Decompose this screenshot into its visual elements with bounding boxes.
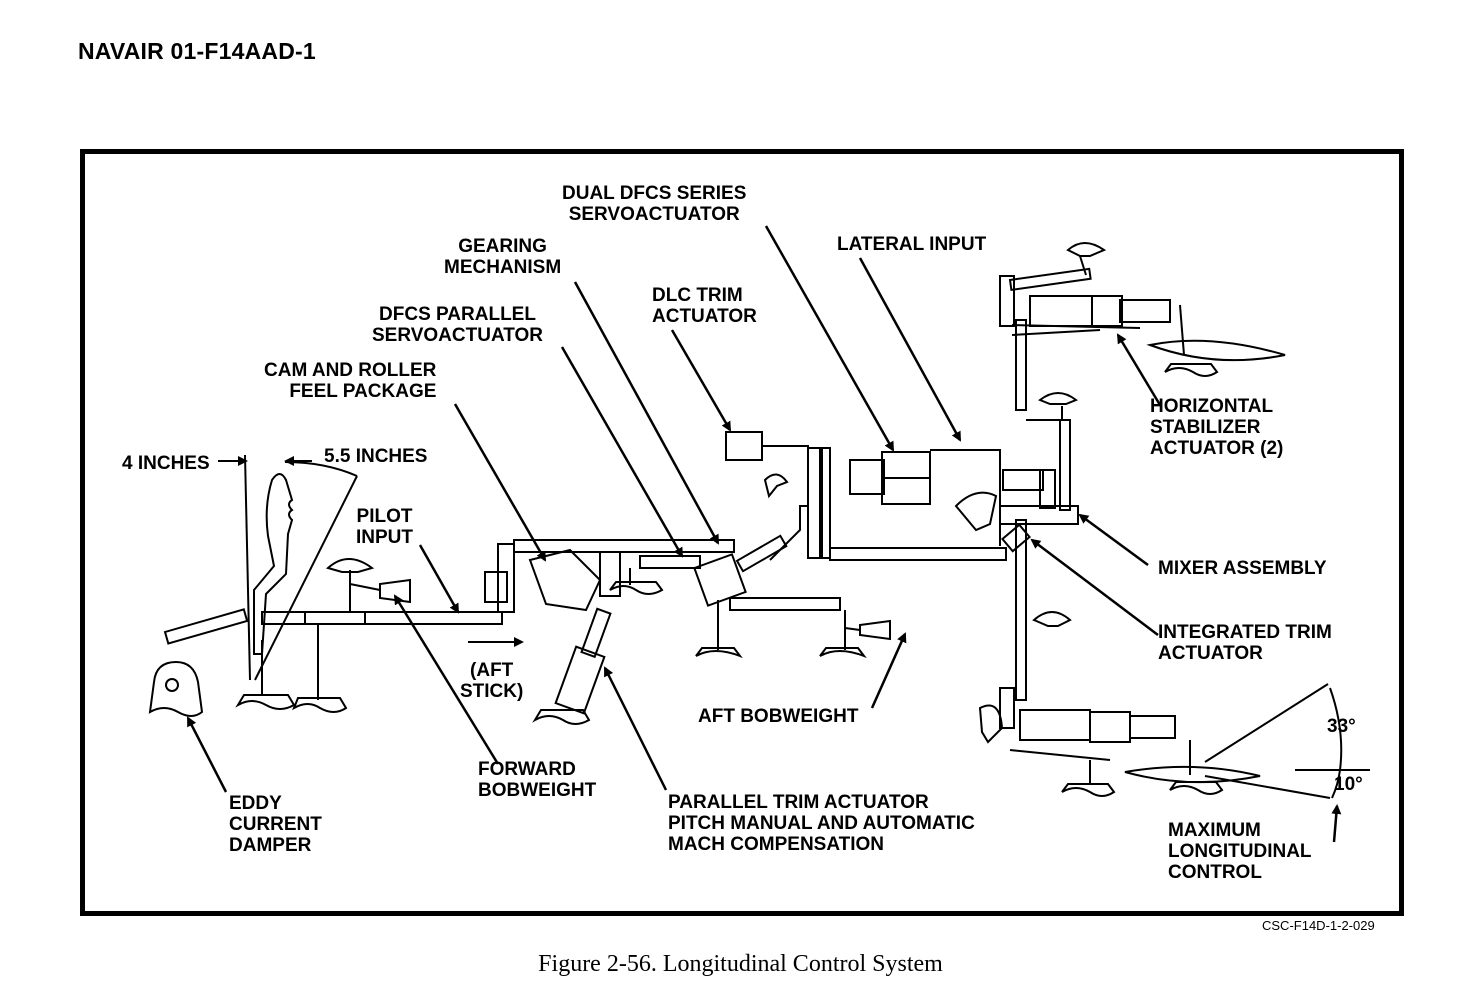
label-4-inches: 4 INCHES: [122, 453, 210, 474]
leader-lateral: [858, 257, 962, 442]
label-10-degrees: 10°: [1334, 774, 1363, 795]
label-parallel-trim-actuator: PARALLEL TRIM ACTUATOR PITCH MANUAL AND …: [668, 792, 975, 855]
forward-bobweight-mass: [379, 578, 411, 604]
figure-code: CSC-F14D-1-2-029: [1262, 918, 1375, 933]
label-mixer-assembly: MIXER ASSEMBLY: [1158, 558, 1327, 579]
leader-horizontal-stab: [1116, 333, 1162, 406]
leader-max-longitudinal: [1331, 804, 1342, 843]
label-dlc-trim-actuator: DLC TRIM ACTUATOR: [652, 285, 757, 327]
leader-dfcs-parallel: [560, 346, 684, 558]
label-dual-dfcs-series-servoactuator: DUAL DFCS SERIES SERVOACTUATOR: [562, 183, 747, 225]
stick-4in-line: [244, 454, 251, 681]
label-aft-bobweight: AFT BOBWEIGHT: [698, 706, 859, 727]
control-stick: [253, 473, 294, 655]
document-header: NAVAIR 01-F14AAD-1: [78, 38, 316, 64]
label-33-degrees: 33°: [1327, 716, 1356, 737]
label-dfcs-parallel-servoactuator: DFCS PARALLEL SERVOACTUATOR: [372, 304, 544, 346]
leader-dlc: [670, 329, 732, 432]
leader-integrated-trim: [1030, 538, 1159, 636]
stick-5_5in-line: [254, 475, 358, 681]
label-forward-bobweight: FORWARD BOBWEIGHT: [478, 759, 597, 801]
leader-cam-roller: [453, 403, 547, 562]
damper-rod: [163, 608, 249, 645]
integrated-trim-actuator: [1001, 523, 1031, 553]
label-cam-and-roller-feel-package: CAM AND ROLLER FEEL PACKAGE: [264, 360, 437, 402]
cam-and-roller: [528, 548, 602, 612]
stick-base: [235, 694, 296, 710]
leader-parallel-trim: [603, 666, 668, 791]
angle-line-10: [1204, 775, 1331, 799]
angle-line-33: [1204, 683, 1329, 763]
leader-dual-dfcs: [764, 225, 895, 452]
upper-rod-1: [513, 539, 735, 553]
label-integrated-trim-actuator: INTEGRATED TRIM ACTUATOR: [1158, 622, 1332, 664]
mixer-assembly: [999, 505, 1079, 525]
horizontal-stabilizer-actuator-lower: [1089, 711, 1131, 743]
aft-rod: [729, 597, 841, 611]
leader-eddy-current: [186, 716, 228, 793]
label-5-5-inches: 5.5 INCHES: [324, 446, 428, 467]
label-lateral-input: LATERAL INPUT: [837, 234, 987, 255]
leader-gearing: [573, 281, 720, 545]
lower-rod-2: [829, 547, 1007, 561]
angle-arc: [1329, 687, 1343, 799]
figure-frame: [80, 149, 1404, 916]
figure-caption: Figure 2-56. Longitudinal Control System: [538, 951, 943, 977]
leader-forward-bobweight: [393, 594, 500, 765]
label-horizontal-stabilizer-actuator: HORIZONTAL STABILIZER ACTUATOR (2): [1150, 396, 1284, 459]
leader-mixer: [1078, 513, 1149, 567]
label-pilot-input: PILOT INPUT: [356, 506, 413, 548]
parallel-trim-actuator: [554, 645, 606, 715]
leader-aft-bobweight: [870, 632, 907, 709]
aft-bobweight-mass: [859, 619, 891, 641]
main-pushrod: [261, 611, 503, 625]
label-eddy-current-damper: EDDY CURRENT DAMPER: [229, 793, 322, 856]
horizontal-stabilizer-actuator-upper: [1029, 295, 1093, 327]
dlc-trim-actuator: [725, 431, 763, 461]
eddy-current-damper: [148, 660, 204, 717]
leader-pilot-input: [418, 544, 460, 614]
label-gearing-mechanism: GEARING MECHANISM: [444, 236, 562, 278]
label-aft-stick: (AFT STICK): [460, 660, 524, 702]
label-maximum-longitudinal-control: MAXIMUM LONGITUDINAL CONTROL: [1168, 820, 1312, 883]
